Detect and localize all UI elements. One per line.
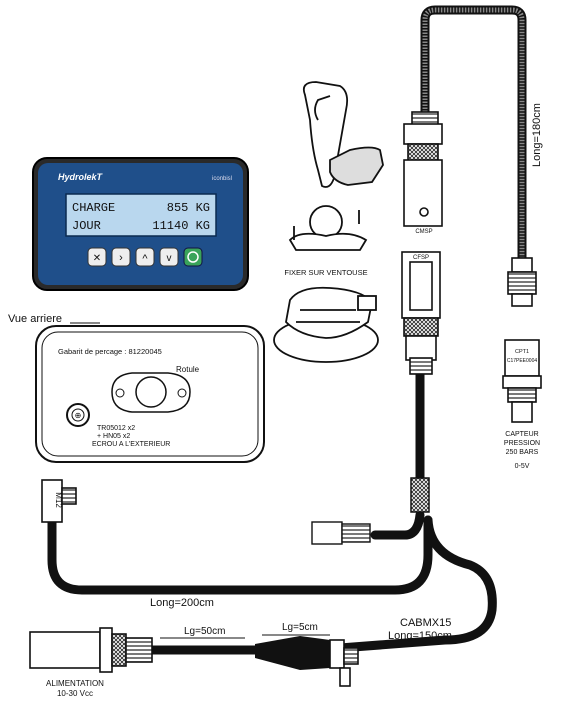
branch-connector: [311, 521, 371, 545]
button-power[interactable]: [183, 247, 203, 267]
power-connector: [29, 627, 153, 673]
main-cable: [47, 367, 497, 655]
mount-label: FIXER SUR VENTOUSE: [284, 268, 367, 277]
chevron-right-icon: ›: [119, 252, 123, 264]
sensor-cable: [420, 5, 527, 258]
lcd-screen: [65, 193, 217, 237]
display-unit: HydrolekT iconbisl CHARGE 855 KG JOUR 11…: [32, 157, 249, 291]
connector-cmsp: [403, 111, 443, 227]
sensor-tag-1: CPT1: [515, 349, 529, 355]
rear-view: Vue arriere Gabarit de percage : 8122004…: [8, 313, 265, 463]
cabmx-connector: [329, 639, 359, 687]
power-caption-2: 10-30 Vcc: [57, 689, 93, 698]
sensor-caption-4: 0-5V: [515, 463, 530, 470]
screw-ref-2: + HN05 x2: [97, 433, 130, 440]
cfsp-label: CFSP: [413, 255, 429, 261]
sensor-cable-length: Long=180cm: [531, 103, 543, 167]
escape-icon: ✕: [93, 253, 101, 264]
rear-view-title: Vue arriere: [8, 313, 62, 325]
display-buttons: ✕ › ^ v: [87, 247, 203, 267]
sensor-caption-3: 250 BARS: [506, 449, 539, 456]
pressure-sensor: [502, 257, 542, 423]
sensor-caption-2: PRESSION: [504, 440, 540, 447]
cabmx-length: Long=150cm: [388, 630, 452, 642]
y-splitter: [255, 636, 330, 670]
cable-junction: [410, 477, 430, 513]
main-cable-length: Long=200cm: [150, 597, 214, 609]
nut-note: ECROU A L'EXTERIEUR: [92, 441, 170, 448]
connector-cfsp: [401, 251, 441, 375]
rotule-label: Rotule: [176, 365, 200, 374]
svg-text:⊕: ⊕: [75, 411, 82, 420]
chevron-down-icon: v: [167, 253, 172, 264]
lcd-row1-label: CHARGE: [72, 201, 115, 215]
cmsp-label: CMSP: [415, 229, 432, 235]
sensor-tag-2: C17PEE0004: [507, 358, 538, 364]
brand-right: iconbisl: [212, 176, 232, 182]
lg5-label: Lg=5cm: [282, 622, 318, 633]
m12-plug: [41, 479, 77, 523]
template-ref: Gabarit de percage : 81220045: [58, 347, 162, 356]
lcd-row2-value: 11140 KG: [152, 219, 210, 233]
button-down[interactable]: [159, 247, 179, 267]
power-caption-1: ALIMENTATION: [46, 679, 104, 688]
sensor-caption-1: CAPTEUR: [505, 431, 538, 438]
button-escape[interactable]: [87, 247, 107, 267]
screw-ref-1: TR05012 x2: [97, 425, 135, 432]
button-right[interactable]: [111, 247, 131, 267]
chevron-up-icon: ^: [142, 253, 148, 265]
m12-label: M12: [54, 492, 63, 508]
lcd-row1-value: 855 KG: [167, 201, 210, 215]
lcd-row2-label: JOUR: [72, 219, 101, 233]
cabmx-name: CABMX15: [400, 617, 451, 629]
lg50-label: Lg=50cm: [184, 626, 225, 637]
power-icon: [187, 251, 199, 263]
ram-mount: [273, 81, 384, 363]
brand-logo: HydrolekT: [58, 172, 104, 182]
button-up[interactable]: [135, 247, 155, 267]
